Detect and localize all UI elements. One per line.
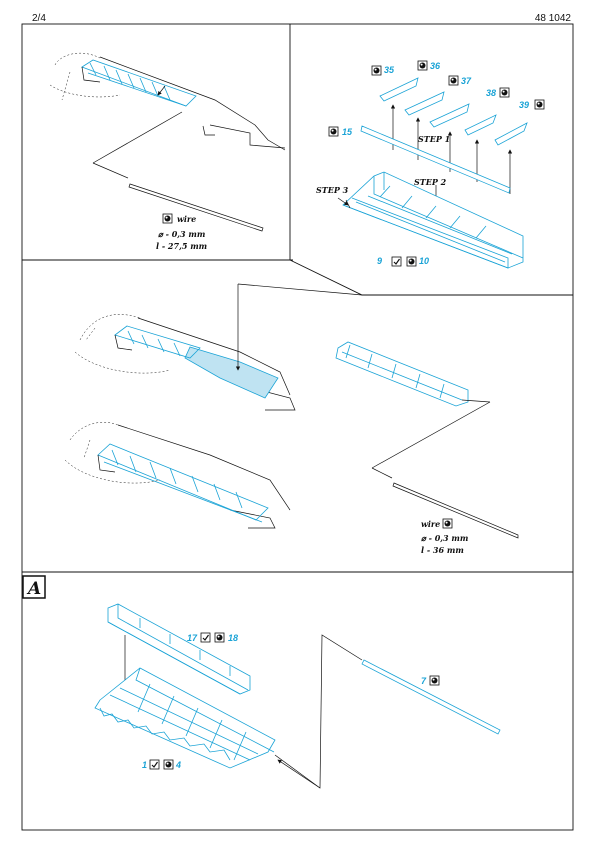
panel2-labels: 35 36 37 38 39 15 STEP 1 STEP 2 STEP 3 9…: [316, 60, 545, 267]
photo-etch-icon: [328, 126, 339, 137]
step-3: STEP 3: [316, 185, 349, 195]
photo-etch-icon: [534, 99, 545, 110]
part-37: 37: [461, 76, 472, 86]
photo-etch-icon: [163, 759, 174, 770]
highlight-area: [184, 346, 279, 399]
bend-icon: [391, 256, 402, 267]
page-number: 2/4: [32, 13, 46, 24]
wire-diameter: ⌀ - 0,3 mm: [158, 229, 205, 239]
photo-etch-icon: [371, 65, 382, 76]
step-1: STEP 1: [418, 134, 450, 144]
photo-etch-icon: [442, 518, 453, 529]
panel3-upper-wing: [74, 283, 363, 411]
wire-length: l - 36 mm: [421, 545, 464, 555]
panel4-drawing: [94, 603, 501, 789]
kit-number: 48 1042: [534, 13, 571, 24]
section-letter: A: [26, 579, 41, 599]
panel1-wire-callout: wire ⌀ - 0,3 mm l - 27,5 mm: [156, 213, 207, 251]
photo-etch-icon: [406, 256, 417, 267]
part-9: 9: [377, 256, 382, 266]
photo-etch-icon: [429, 675, 440, 686]
part-7: 7: [421, 676, 427, 686]
photo-etch-icon: [499, 87, 510, 98]
photo-etch-icon: [448, 75, 459, 86]
wire-label: wire: [421, 519, 440, 529]
part-39: 39: [519, 100, 529, 110]
wire-length: l - 27,5 mm: [156, 241, 207, 251]
part-18: 18: [228, 633, 238, 643]
photo-etch-icon: [214, 632, 225, 643]
part-36: 36: [430, 61, 441, 71]
panel3-lower-wing: [64, 422, 291, 529]
part-38: 38: [486, 88, 496, 98]
part-15: 15: [342, 127, 353, 137]
photo-etch-icon: [417, 60, 428, 71]
panel3-detail-part: [335, 341, 519, 539]
part-10: 10: [419, 256, 429, 266]
bend-icon: [200, 632, 211, 643]
panel3-wire-callout: wire ⌀ - 0,3 mm l - 36 mm: [421, 518, 468, 555]
panel4-labels: 17 18 7 1 4: [142, 632, 440, 770]
wire-label: wire: [177, 214, 196, 224]
part-1: 1: [142, 760, 147, 770]
bend-icon: [149, 759, 160, 770]
part-35: 35: [384, 65, 395, 75]
part-17: 17: [187, 633, 198, 643]
section-a-box: A: [22, 575, 46, 599]
panel1-wing-drawing: [49, 52, 286, 232]
photo-etch-icon: [162, 213, 173, 224]
wire-diameter: ⌀ - 0,3 mm: [421, 533, 468, 543]
part-4: 4: [175, 760, 181, 770]
panel-frames: [21, 23, 574, 831]
step-2: STEP 2: [414, 177, 447, 187]
panel2-parts: [337, 77, 528, 269]
